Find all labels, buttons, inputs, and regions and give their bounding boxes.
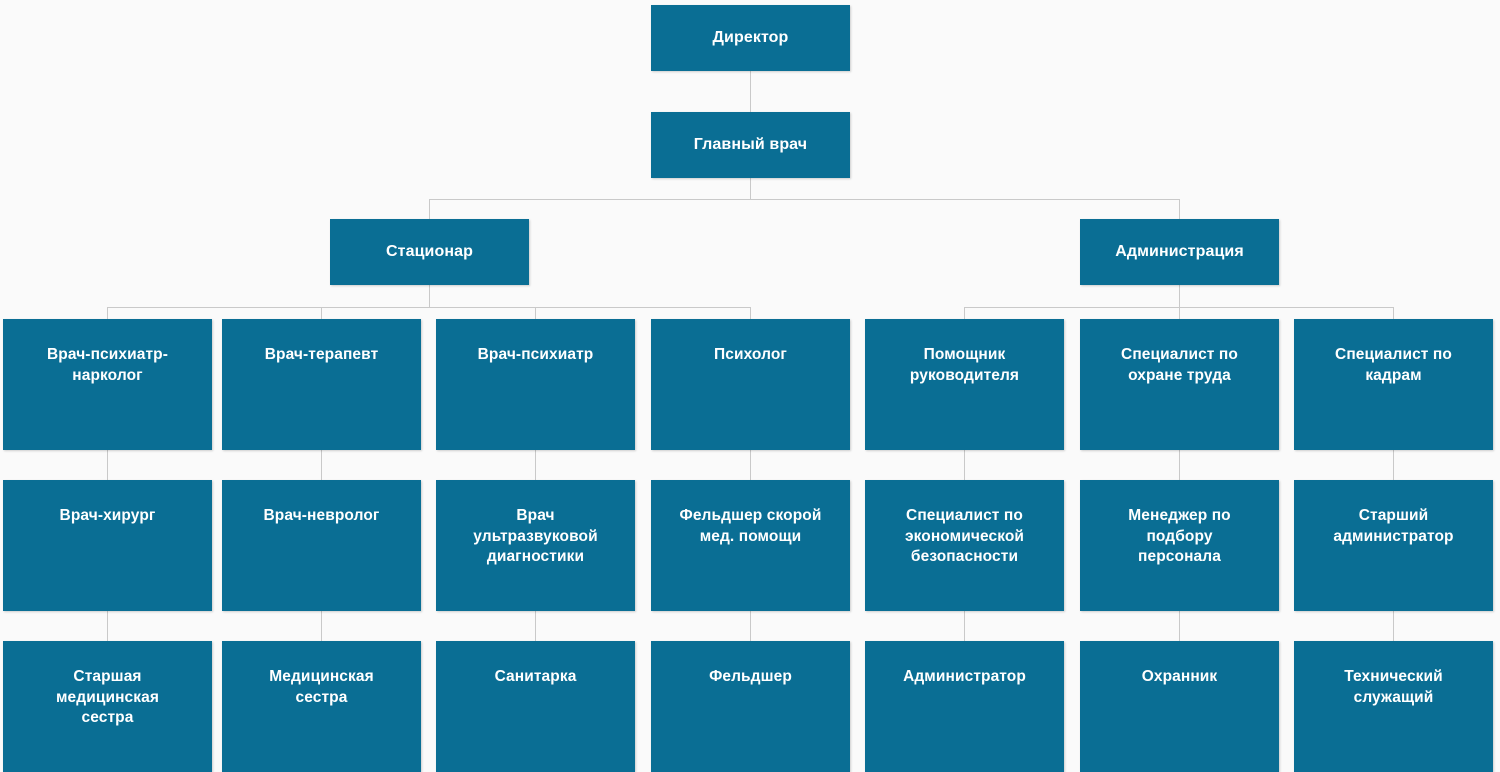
connector-to-hr-specialist — [1393, 307, 1394, 319]
node-economic-security-specialist[interactable]: Специалист по экономической безопасности — [865, 480, 1064, 611]
node-therapist[interactable]: Врач-терапевт — [222, 319, 421, 450]
node-label: Охранник — [1141, 668, 1218, 685]
connector-to-psychologist — [750, 307, 751, 319]
connector-surgeon-to-head-nurse — [107, 611, 108, 641]
node-paramedic[interactable]: Фельдшер — [651, 641, 850, 772]
node-psychiatrist-narcologist[interactable]: Врач-психиатр- нарколог — [3, 319, 212, 450]
node-label: Психолог — [714, 346, 787, 363]
node-label: Специалист по кадрам — [1335, 346, 1452, 384]
connector-psychologist-to-emergency-paramedic — [750, 450, 751, 480]
connector-psychiatrist-to-ultrasound-doctor — [535, 450, 536, 480]
node-labor-safety-specialist[interactable]: Специалист по охране труда — [1080, 319, 1279, 450]
node-administration[interactable]: Администрация — [1080, 219, 1279, 285]
node-recruitment-manager[interactable]: Менеджер по подбору персонала — [1080, 480, 1279, 611]
node-label: Специалист по охране труда — [1121, 346, 1238, 384]
node-ultrasound-doctor[interactable]: Врач ультразвуковой диагностики — [436, 480, 635, 611]
connector-administration-stem — [1179, 285, 1180, 307]
connector-level3-bus — [429, 199, 1180, 200]
node-label: Фельдшер скорой мед. помощи — [679, 507, 822, 545]
node-psychiatrist[interactable]: Врач-психиатр — [436, 319, 635, 450]
node-inpatient[interactable]: Стационар — [330, 219, 529, 285]
node-label: Старший администратор — [1333, 507, 1454, 545]
node-label: Санитарка — [494, 668, 577, 685]
connector-chief-doctor-stem — [750, 178, 751, 199]
node-hr-specialist[interactable]: Специалист по кадрам — [1294, 319, 1493, 450]
node-orderly[interactable]: Санитарка — [436, 641, 635, 772]
connector-bus-to-administration — [1179, 199, 1180, 219]
node-label: Врач-невролог — [263, 507, 380, 524]
node-label: Врач-хирург — [59, 507, 156, 524]
node-head-assistant[interactable]: Помощник руководителя — [865, 319, 1064, 450]
node-label: Стационар — [386, 243, 473, 261]
connector-to-psychiatrist-narcologist — [107, 307, 108, 319]
node-label: Помощник руководителя — [909, 346, 1020, 384]
connector-to-labor-safety-specialist — [1179, 307, 1180, 319]
node-label: Медицинская сестра — [269, 668, 374, 706]
node-label: Врач-психиатр — [477, 346, 594, 363]
connector-senior-administrator-to-technical-worker — [1393, 611, 1394, 641]
connector-to-psychiatrist — [535, 307, 536, 319]
connector-to-head-assistant — [964, 307, 965, 319]
node-administrator[interactable]: Администратор — [865, 641, 1064, 772]
connector-inpatient-children-bus — [107, 307, 751, 308]
node-security-guard[interactable]: Охранник — [1080, 641, 1279, 772]
node-label: Администрация — [1115, 243, 1244, 261]
connector-director-to-chief-doctor — [750, 71, 751, 112]
connector-to-therapist — [321, 307, 322, 319]
node-nurse[interactable]: Медицинская сестра — [222, 641, 421, 772]
connector-neurologist-to-nurse — [321, 611, 322, 641]
connector-recruitment-manager-to-security-guard — [1179, 611, 1180, 641]
connector-inpatient-stem — [429, 285, 430, 307]
connector-emergency-paramedic-to-paramedic — [750, 611, 751, 641]
node-label: Врач ультразвуковой диагностики — [473, 507, 598, 566]
node-label: Специалист по экономической безопасности — [904, 507, 1025, 566]
node-neurologist[interactable]: Врач-невролог — [222, 480, 421, 611]
node-label: Врач-терапевт — [264, 346, 379, 363]
node-label: Администратор — [903, 668, 1026, 685]
connector-head-assistant-to-economic-security — [964, 450, 965, 480]
node-chief-doctor[interactable]: Главный врач — [651, 112, 850, 178]
node-emergency-paramedic[interactable]: Фельдшер скорой мед. помощи — [651, 480, 850, 611]
node-label: Менеджер по подбору персонала — [1128, 507, 1231, 566]
node-senior-administrator[interactable]: Старший администратор — [1294, 480, 1493, 611]
node-label: Старшая медицинская сестра — [55, 668, 159, 727]
node-head-nurse[interactable]: Старшая медицинская сестра — [3, 641, 212, 772]
node-surgeon[interactable]: Врач-хирург — [3, 480, 212, 611]
node-psychologist[interactable]: Психолог — [651, 319, 850, 450]
node-technical-worker[interactable]: Технический служащий — [1294, 641, 1493, 772]
node-label: Главный врач — [693, 136, 808, 154]
node-label: Врач-психиатр- нарколог — [47, 346, 168, 384]
connector-therapist-to-neurologist — [321, 450, 322, 480]
connector-ultrasound-doctor-to-orderly — [535, 611, 536, 641]
connector-labor-safety-to-recruitment-manager — [1179, 450, 1180, 480]
connector-economic-security-to-administrator — [964, 611, 965, 641]
node-director[interactable]: Директор — [651, 5, 850, 71]
connector-psychiatrist-narcologist-to-surgeon — [107, 450, 108, 480]
connector-hr-specialist-to-senior-administrator — [1393, 450, 1394, 480]
node-label: Фельдшер — [709, 668, 792, 685]
node-label: Технический служащий — [1344, 668, 1443, 706]
connector-bus-to-inpatient — [429, 199, 430, 219]
node-label: Директор — [712, 29, 789, 47]
